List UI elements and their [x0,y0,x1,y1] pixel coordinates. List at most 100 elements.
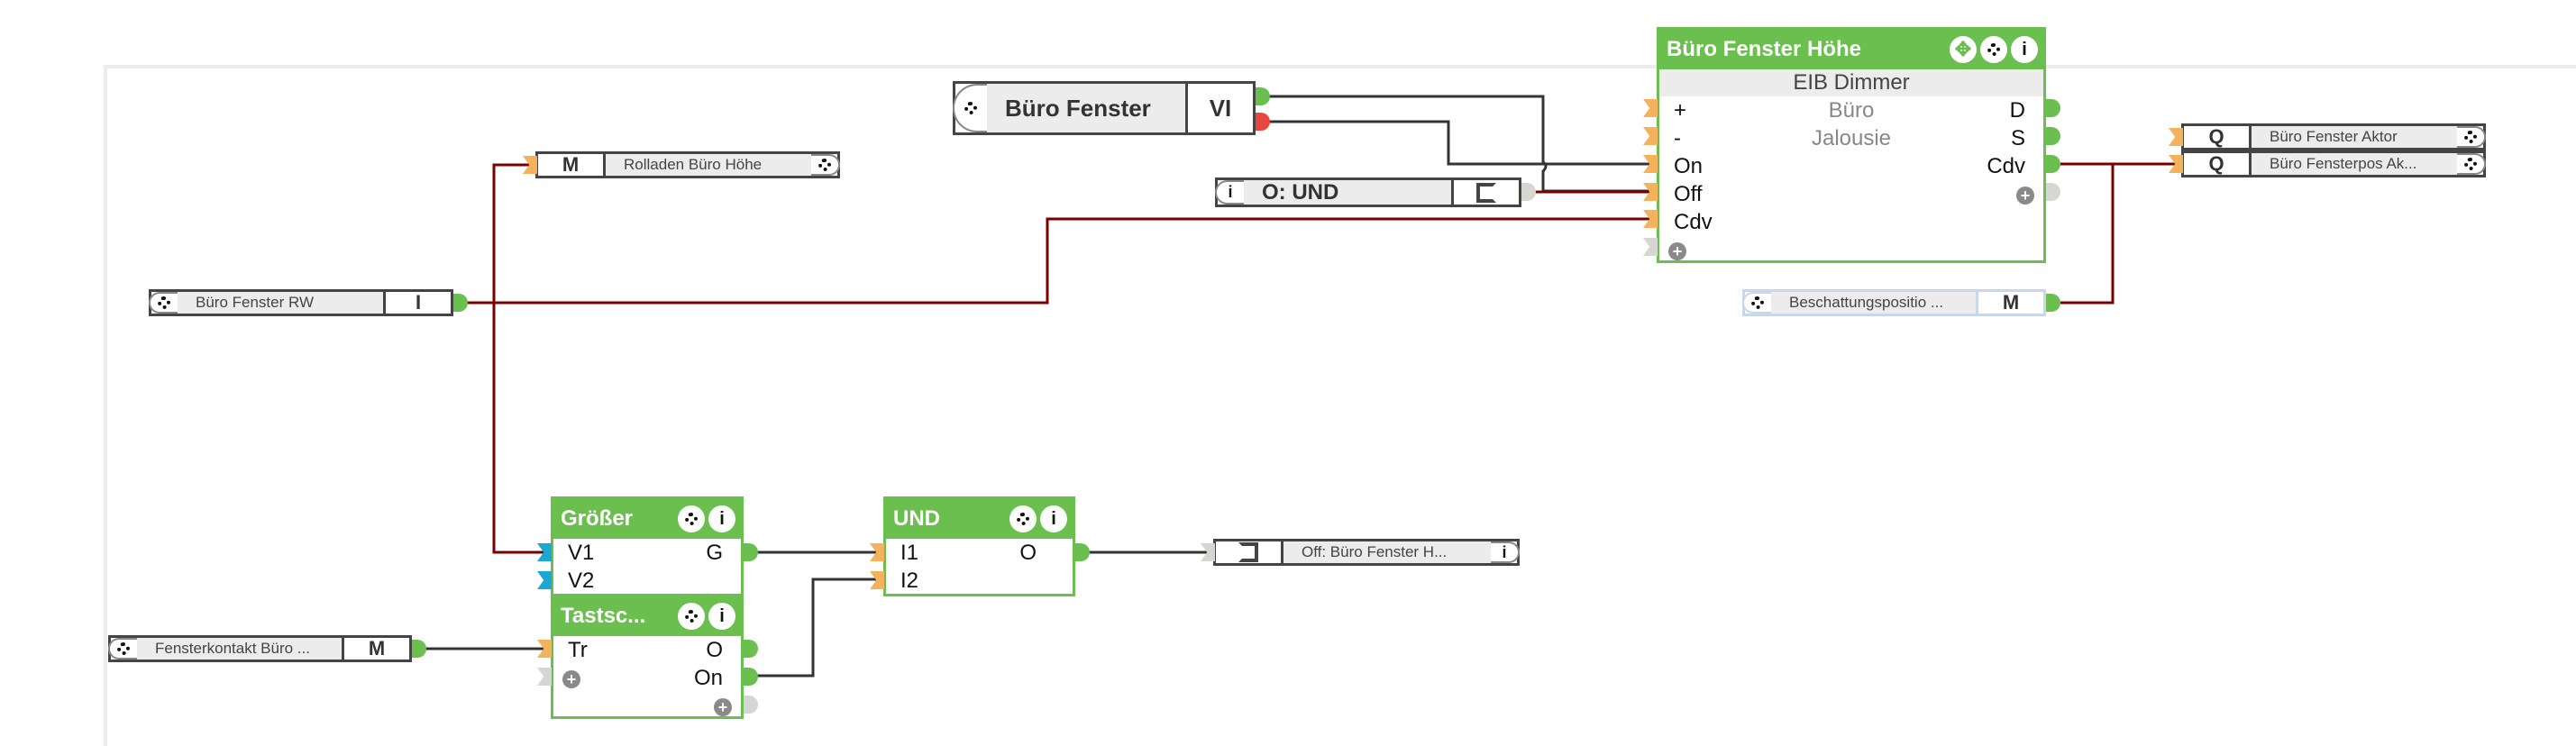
output-port-cdv[interactable] [2046,155,2060,173]
io-label: Büro Fenster Aktor [2252,126,2457,148]
input-label: Cdv [1674,210,1713,234]
info-icon[interactable]: i [1040,505,1067,532]
block-header[interactable]: Tastsc... i [553,596,741,636]
input-port-i2[interactable] [870,571,884,589]
io-node-buero-fenster-rw[interactable]: Büro Fenster RW I [149,289,453,316]
output-port-o[interactable] [744,640,758,658]
input-port-plus[interactable] [1643,99,1658,117]
add-input-icon[interactable]: + [1668,241,1686,260]
wire-on-to-i2[interactable] [757,578,879,678]
io-label: Büro Fenster RW [178,292,383,314]
output-port-o[interactable] [1075,543,1090,561]
block-title: UND [893,506,940,531]
io-node-buero-fenster[interactable]: Büro Fenster VI [953,81,1256,135]
add-output-icon[interactable]: + [714,697,732,716]
logic-canvas[interactable] [104,65,2576,746]
block-header[interactable]: Größer i [553,499,741,539]
input-port-on[interactable] [1643,155,1658,173]
wire-vi-red-to-on[interactable] [1269,120,1657,166]
gear-icon[interactable] [117,642,130,655]
output-port-s[interactable] [2046,127,2060,145]
add-input-icon[interactable]: + [562,669,580,688]
wire-rw-to-cdv[interactable] [467,217,1657,305]
input-port-minus[interactable] [1643,127,1658,145]
output-port-add[interactable] [744,696,758,714]
input-port-add[interactable] [1643,238,1658,256]
input-label: + [1674,98,1687,123]
gear-icon[interactable] [678,603,705,630]
input-label: V1 [568,541,595,565]
cap: i [1491,541,1520,563]
info-icon[interactable]: i [708,603,735,630]
input-label: I1 [900,541,919,565]
block-title: Größer [561,506,634,531]
output-port-on[interactable] [744,668,758,686]
info-icon[interactable]: i [1502,542,1507,561]
add-output-icon[interactable]: + [2016,186,2034,205]
output-label: G [706,541,723,565]
input-port[interactable] [523,156,537,174]
io-node-q-aktor[interactable]: Q Büro Fenster Aktor [2181,123,2486,150]
io-type: M [342,637,409,660]
gear-icon[interactable] [2464,131,2477,143]
wire-vi-to-off[interactable] [1269,95,1657,193]
move-icon[interactable]: ✥ [1950,36,1977,63]
io-node-fensterkontakt[interactable]: Fensterkontakt Büro ... M [108,635,412,662]
output-port[interactable] [412,640,426,658]
input-port-cdv[interactable] [1643,210,1658,228]
reference-in-icon[interactable] [1216,541,1283,563]
io-node-off-reference[interactable]: Off: Büro Fenster H... i [1213,539,1520,566]
output-port-add[interactable] [2046,183,2060,201]
wire-beschattung-to-q[interactable] [2060,164,2115,305]
info-icon[interactable]: i [1228,183,1233,201]
input-port-v2[interactable] [537,571,552,589]
input-port-i1[interactable] [870,543,884,561]
io-node-q-pos-aktor[interactable]: Q Büro Fensterpos Ak... [2181,150,2486,177]
input-port-off[interactable] [1643,183,1658,201]
gear-icon[interactable] [1751,296,1764,309]
output-port-value[interactable] [1256,87,1270,105]
input-port[interactable] [2169,128,2183,146]
wire-rw-to-rolladen[interactable] [492,163,532,303]
cap [953,84,987,132]
io-node-rolladen[interactable]: M Rolladen Büro Höhe [535,151,840,178]
input-port[interactable] [2169,155,2183,173]
gear-icon[interactable] [678,505,705,532]
block-header[interactable]: UND i [886,499,1073,539]
io-label: Off: Büro Fenster H... [1283,541,1491,563]
input-port-add[interactable] [537,668,552,686]
info-icon[interactable]: i [708,505,735,532]
io-label: Rolladen Büro Höhe [606,154,811,176]
input-port-v1[interactable] [537,543,552,561]
reference-out-icon[interactable] [1451,180,1519,205]
gear-icon[interactable] [1009,505,1037,532]
input-port-tr[interactable] [537,640,552,658]
io-node-beschattung[interactable]: Beschattungspositio ... M [1742,289,2046,316]
output-port-g[interactable] [744,543,758,561]
io-type: I [383,291,451,314]
output-port[interactable] [2046,294,2060,312]
cap [108,638,137,660]
gear-icon[interactable] [1980,36,2007,63]
gear-icon[interactable] [2464,158,2477,170]
gear-icon[interactable] [158,296,170,309]
wire-rw-to-v1[interactable] [492,303,546,554]
io-type: VI [1185,84,1253,132]
gear-icon[interactable] [964,102,977,114]
io-node-o-und[interactable]: i O: UND [1215,177,1521,207]
input-port[interactable] [1201,543,1215,561]
input-label: Off [1674,182,1703,206]
gear-icon[interactable] [818,159,831,171]
info-icon[interactable]: i [2011,36,2038,63]
output-port-d[interactable] [2046,99,2060,117]
output-port-ref[interactable] [1521,183,1536,201]
block-header[interactable]: Büro Fenster Höhe ✥ i [1659,30,2043,69]
output-port-invalid[interactable] [1256,113,1270,131]
output-port[interactable] [453,294,468,312]
io-type: Q [2184,125,2252,148]
cap: i [1215,180,1244,205]
